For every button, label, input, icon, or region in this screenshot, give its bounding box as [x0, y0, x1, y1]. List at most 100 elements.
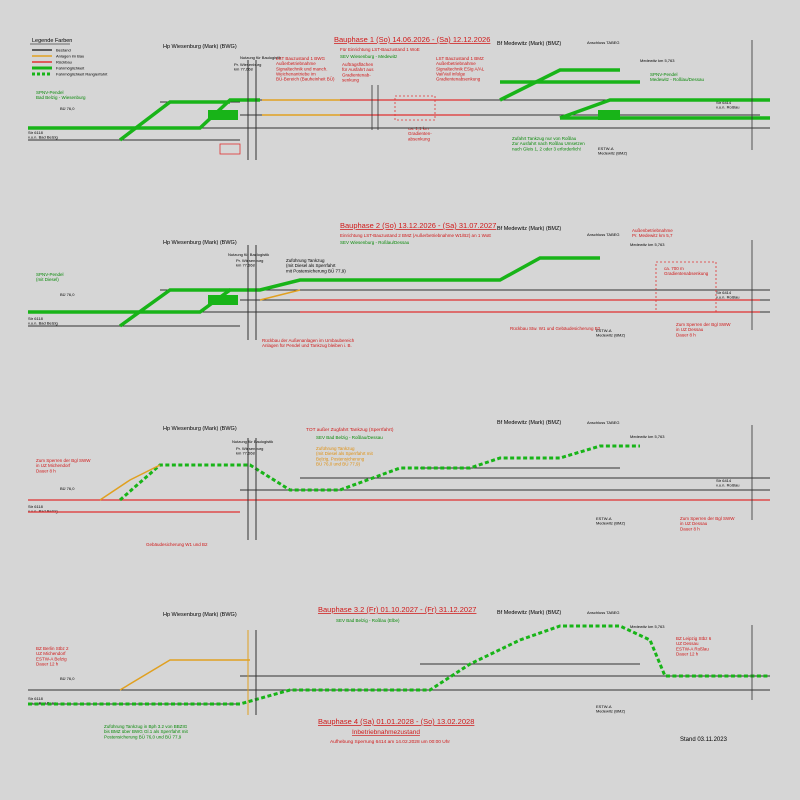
phase-3-2-hp-label: Hp Wiesenburg (Mark) (BWG) [163, 612, 237, 618]
legend-item-bestand: Bestand [56, 48, 71, 53]
legend-item-fahr: Fahrmöglichkeit [56, 66, 85, 71]
phase-2-note-rueckbau: Rückbau der Außenanlagen im Umbaubereich… [262, 338, 355, 348]
phase-3-2-anschluss: Anschluss TABEG [587, 610, 620, 615]
phase-3: TOT außer Zugfahrt Tankzug (Sperrfahrt) … [28, 420, 770, 547]
phase-3-2-bf-label: Bf Medewitz (Mark) (BMZ) [497, 610, 561, 616]
phase-2-note-stw: Rückbau Stw. W1 und Gebäudesicherung B2 [510, 326, 601, 331]
phase-2-sev: SEV Wiesenburg - Roßlau/Dessau [340, 240, 410, 245]
label-phases-3-misc-0: BÜ 76,0 [60, 676, 75, 681]
track-segment [499, 68, 620, 102]
label-phases-0-misc-4: BÜ 76,0 [60, 106, 75, 111]
phase-2-note-tankzug: Zuführung Tankzug(mit Diesel als Sperrfa… [286, 258, 346, 273]
track-segment [655, 261, 717, 313]
phase-4: Bauphase 4 (Sa) 01.01.2028 - (So) 13.02.… [318, 717, 474, 745]
phase-4-title: Bauphase 4 (Sa) 01.01.2028 - (So) 13.02.… [318, 717, 474, 726]
label-phases-1-misc-0: Nutzung für Baulogistik [228, 252, 269, 257]
phase-2-bf-label: Bf Medewitz (Mark) (BMZ) [497, 226, 561, 232]
phase-1-bf-label: Bf Medewitz (Mark) (BMZ) [497, 41, 561, 47]
label-phases-2-misc-5: Medewitz km 5,763 [630, 434, 665, 439]
legend-item-rangier: Fahrmöglichkeit Rangierfahrt [56, 72, 108, 77]
phase-3-2-subtitle: SEV Bad Belzig - Roßlau (Elbe) [336, 618, 400, 623]
track-segment [28, 256, 600, 314]
label-phases-0-misc-7: Medewitz km 5,763 [640, 58, 675, 63]
legend-item-bau: Anlagen im Bau [56, 54, 84, 59]
track-segment [219, 143, 241, 155]
track-segment [99, 464, 161, 501]
track-segment [559, 98, 770, 120]
phase-3-note-tankzug: Zuführung Tankzug(mit Diesel als Sperrfa… [316, 446, 374, 467]
track-segment [119, 659, 250, 691]
legend-item-rueckbau: Rückbau [56, 60, 72, 65]
phase-2-hp-label: Hp Wiesenburg (Mark) (BWG) [163, 240, 237, 246]
phase-3-hp-label: Hp Wiesenburg (Mark) (BWG) [163, 426, 237, 432]
phase-4-line: Aufhebung Sperrung 6414 am 14.02.2028 um… [330, 739, 450, 745]
phase-1-hp-label: Hp Wiesenburg (Mark) (BWG) [163, 44, 237, 50]
track-segment [118, 100, 230, 142]
phase-3-note-gebaeude: Gebäudesicherung W1 und B2 [146, 542, 208, 547]
label-phases-2-misc-2: BÜ 76,0 [60, 486, 75, 491]
track-segment [119, 444, 640, 502]
track-segment [598, 110, 620, 120]
track-segment [259, 289, 301, 301]
label-phases-1-misc-2: BÜ 76,0 [60, 292, 75, 297]
phase-2-anschluss: Anschluss TABEG [587, 232, 620, 237]
phase-3-subtitle: SEV Bad Belzig - Roßlau/Dessau [316, 435, 383, 440]
phase-3-bf-label: Bf Medewitz (Mark) (BMZ) [497, 420, 561, 426]
phase-2-spnv: SPNV-Pendel(mit Diesel) [36, 272, 64, 282]
phase-1-sev: SEV Wiesenburg - Medewitz [340, 54, 398, 59]
label-phases-3-misc-2: Medewitz km 5,763 [630, 624, 665, 629]
legend-title: Legende Farben [32, 38, 72, 44]
track-segment [394, 95, 436, 121]
track-segment [118, 288, 230, 328]
phase-3-2-title: Bauphase 3.2 (Fr) 01.10.2027 - (Fr) 31.1… [318, 605, 476, 614]
track-segment [208, 295, 238, 305]
track-segment [28, 624, 770, 706]
label-phases-0-misc-0: Nutzung für Baulogistik [240, 55, 281, 60]
phase-1: Bauphase 1 (So) 14.06.2026 - (Sa) 12.12.… [28, 35, 770, 160]
phase-3-title: TOT außer Zugfahrt Tankzug (Sperrfahrt) [306, 427, 394, 433]
phase-3-2: Bauphase 3.2 (Fr) 01.10.2027 - (Fr) 31.1… [28, 605, 770, 739]
legend: Legende Farben Bestand Anlagen im Bau Rü… [30, 38, 108, 77]
phase-3-anschluss: Anschluss TABEG [587, 420, 620, 425]
phase-1-subtitle: Für Einrichtung LST-Bauzustand 1 WoE [340, 47, 420, 52]
stand-date: Stand 03.11.2023 [680, 737, 728, 743]
phase-2-subtitle: Einrichtung LST-Bauzustand 2 BMZ (Außerb… [340, 233, 491, 238]
phase-1-anschluss: Anschluss TABEG [587, 40, 620, 45]
label-phases-1-misc-5: Medewitz km 5,763 [630, 242, 665, 247]
phase-4-subtitle: Inbetriebnahmezustand [352, 729, 420, 736]
phase-1-title: Bauphase 1 (So) 14.06.2026 - (Sa) 12.12.… [334, 35, 490, 44]
label-phases-2-misc-0: Nutzung für Baulogistik [232, 439, 273, 444]
track-segment [208, 110, 238, 120]
phase-2-title: Bauphase 2 (So) 13.12.2026 - (Sa) 31.07.… [340, 221, 496, 230]
phase-2: Bauphase 2 (So) 13.12.2026 - (Sa) 31.07.… [28, 221, 770, 348]
